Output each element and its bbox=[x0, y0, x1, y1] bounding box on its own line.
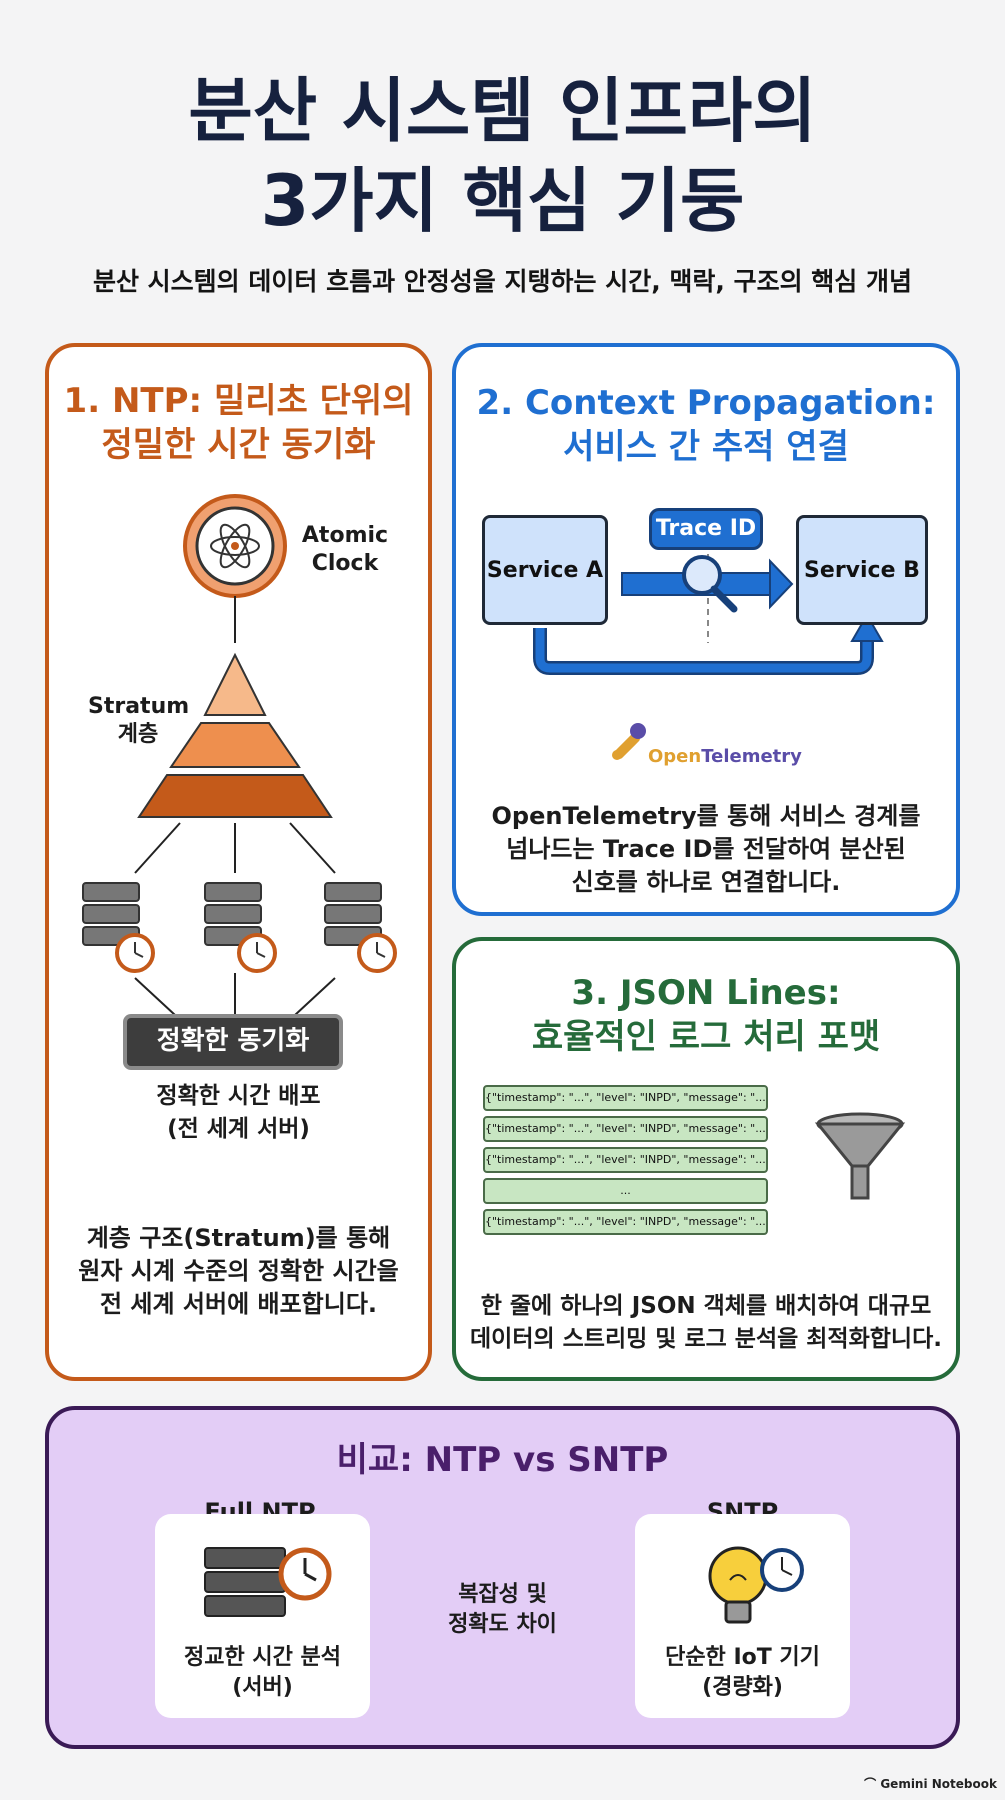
page-title-line1: 분산 시스템 인프라의 bbox=[188, 70, 817, 152]
jsonl-line: {"timestamp": "...", "level": "INPD", "m… bbox=[483, 1209, 768, 1235]
server-clock-icon bbox=[82, 882, 155, 973]
jsonlines-title-line1: 3. JSON Lines: bbox=[571, 973, 841, 1013]
compare-title: 비교: NTP vs SNTP bbox=[336, 1440, 669, 1480]
compare-middle-text: 복잡성 및 정확도 차이 bbox=[448, 1582, 557, 1637]
service-b-box: Service B bbox=[796, 515, 928, 625]
ntp-title-line1: 1. NTP: 밀리초 단위의 bbox=[63, 381, 414, 421]
jsonl-line: {"timestamp": "...", "level": "INPD", "m… bbox=[483, 1147, 768, 1173]
server-clock-icon bbox=[204, 1547, 332, 1617]
jsonl-line: {"timestamp": "...", "level": "INPD", "m… bbox=[483, 1116, 768, 1142]
stratum-pyramid-icon bbox=[137, 652, 333, 818]
lightbulb-clock-icon bbox=[708, 1546, 804, 1624]
atomic-clock-icon bbox=[183, 494, 287, 598]
jsonlines-description: 한 줄에 하나의 JSON 객체를 배치하여 대규모 데이터의 스트리밍 및 로… bbox=[470, 1293, 942, 1352]
jsonl-line: ... bbox=[483, 1178, 768, 1204]
ntp-description: 계층 구조(Stratum)를 통해 원자 시계 수준의 정확한 시간을 전 세… bbox=[78, 1224, 399, 1318]
funnel-icon bbox=[814, 1112, 906, 1200]
service-a-box: Service A bbox=[482, 515, 608, 625]
ntp-title-line2: 정밀한 시간 동기화 bbox=[101, 425, 376, 465]
ntp-diagram bbox=[82, 494, 397, 1016]
sync-badge: 정확한 동기화 bbox=[123, 1014, 343, 1070]
jsonl-line: {"timestamp": "...", "level": "INPD", "m… bbox=[483, 1085, 768, 1111]
atomic-clock-label: Atomic Clock bbox=[301, 523, 389, 576]
server-clock-icon bbox=[204, 882, 277, 973]
sntp-description: 단순한 IoT 기기 (경량화) bbox=[665, 1645, 820, 1700]
stratum-label: Stratum 계층 bbox=[88, 694, 190, 747]
return-arrow-icon bbox=[533, 612, 884, 675]
opentelemetry-logo: OpenTelemetry bbox=[648, 746, 802, 767]
ntp-caption: 정확한 시간 배포 (전 세계 서버) bbox=[156, 1083, 321, 1142]
full-ntp-description: 정교한 시간 분석 (서버) bbox=[184, 1645, 341, 1700]
gemini-notebook-watermark: ⌒ Gemini Notebook bbox=[864, 1777, 997, 1791]
page-title-line2: 3가지 핵심 기둥 bbox=[260, 160, 745, 242]
context-title-line1: 2. Context Propagation: bbox=[476, 383, 936, 423]
jsonl-lines-list: {"timestamp": "...", "level": "INPD", "m… bbox=[483, 1085, 768, 1235]
gemini-logo-icon: ⌒ bbox=[864, 1777, 877, 1791]
server-clock-icon bbox=[324, 882, 397, 973]
trace-id-tag: Trace ID bbox=[649, 508, 763, 550]
jsonlines-title-line2: 효율적인 로그 처리 포맷 bbox=[531, 1017, 881, 1057]
page-subtitle: 분산 시스템의 데이터 흐름과 안정성을 지탱하는 시간, 맥락, 구조의 핵심… bbox=[92, 267, 913, 296]
context-diagram bbox=[533, 543, 884, 760]
opentelemetry-logo-icon bbox=[612, 723, 646, 760]
magnifier-icon bbox=[682, 555, 738, 613]
context-title-line2: 서비스 간 추적 연결 bbox=[563, 427, 849, 467]
context-description: OpenTelemetry를 통해 서비스 경계를 넘나드는 Trace ID를… bbox=[491, 802, 921, 896]
